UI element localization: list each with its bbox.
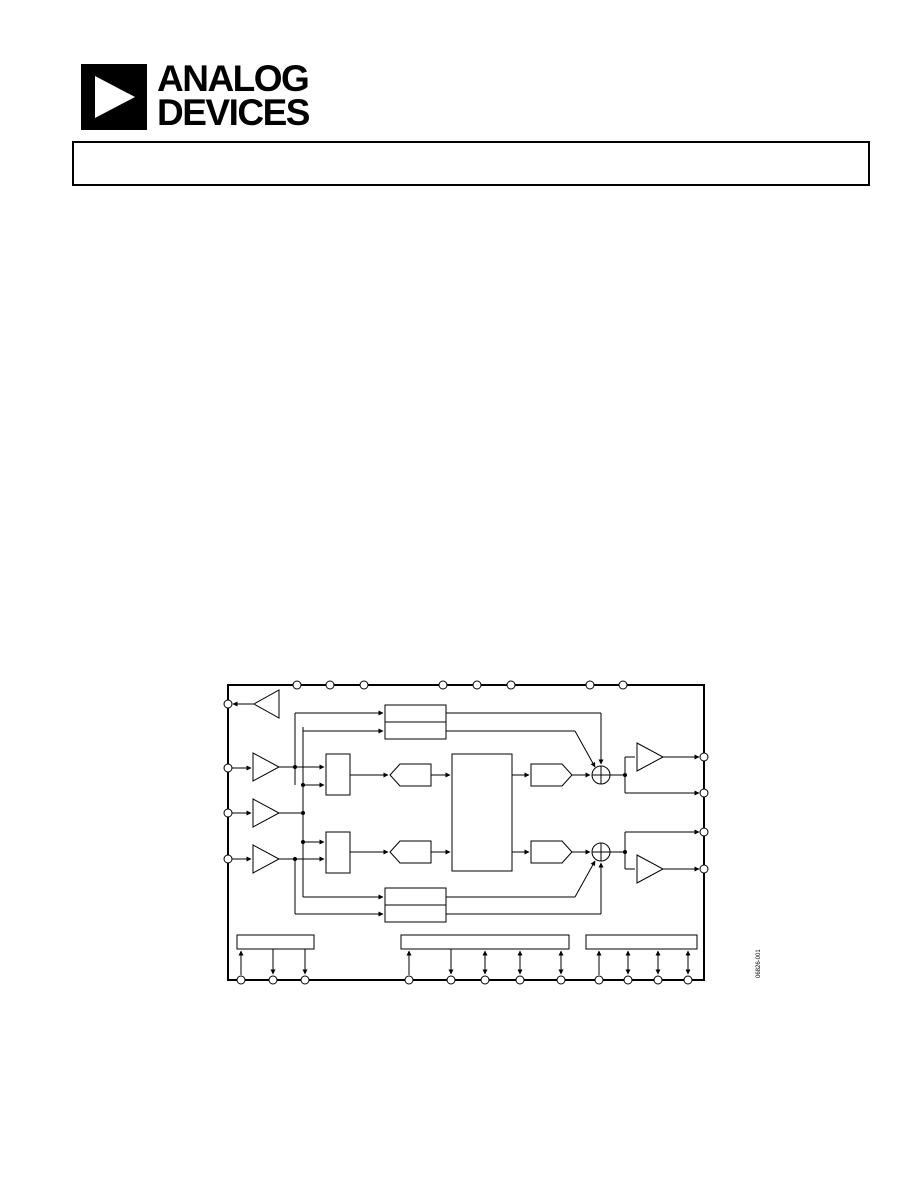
dac-top xyxy=(530,763,573,787)
input-amp-2 xyxy=(252,798,281,828)
logo-triangle-icon xyxy=(81,64,147,130)
interface-block-right xyxy=(585,934,698,950)
adc-top xyxy=(389,763,432,787)
input-amp-3 xyxy=(252,844,281,874)
logo-word-analog: ANALOG xyxy=(157,58,310,99)
logo-wordmark: ANALOG DEVICES xyxy=(157,58,310,133)
mux-block-bottom xyxy=(325,831,351,874)
analog-devices-logo: ANALOG DEVICES xyxy=(81,58,321,133)
output-amp-top xyxy=(636,742,665,772)
junction-dots xyxy=(293,765,627,861)
interface-block-left xyxy=(236,934,315,950)
mux-block-top xyxy=(325,753,351,796)
figure-code: 06826-001 xyxy=(756,949,762,978)
functional-block-diagram xyxy=(223,680,709,985)
dac-bottom xyxy=(530,840,573,864)
output-buffer-triangle xyxy=(252,689,280,719)
title-box xyxy=(72,141,870,186)
bottom-pins xyxy=(236,975,693,985)
logo-word-devices: DEVICES xyxy=(157,92,310,133)
top-pins xyxy=(292,680,628,690)
interface-block-center xyxy=(400,934,570,950)
right-pins xyxy=(699,752,709,874)
input-amp-1 xyxy=(252,752,281,782)
output-amp-bottom xyxy=(636,854,665,884)
adc-bottom xyxy=(389,840,432,864)
dsp-block xyxy=(451,753,513,872)
